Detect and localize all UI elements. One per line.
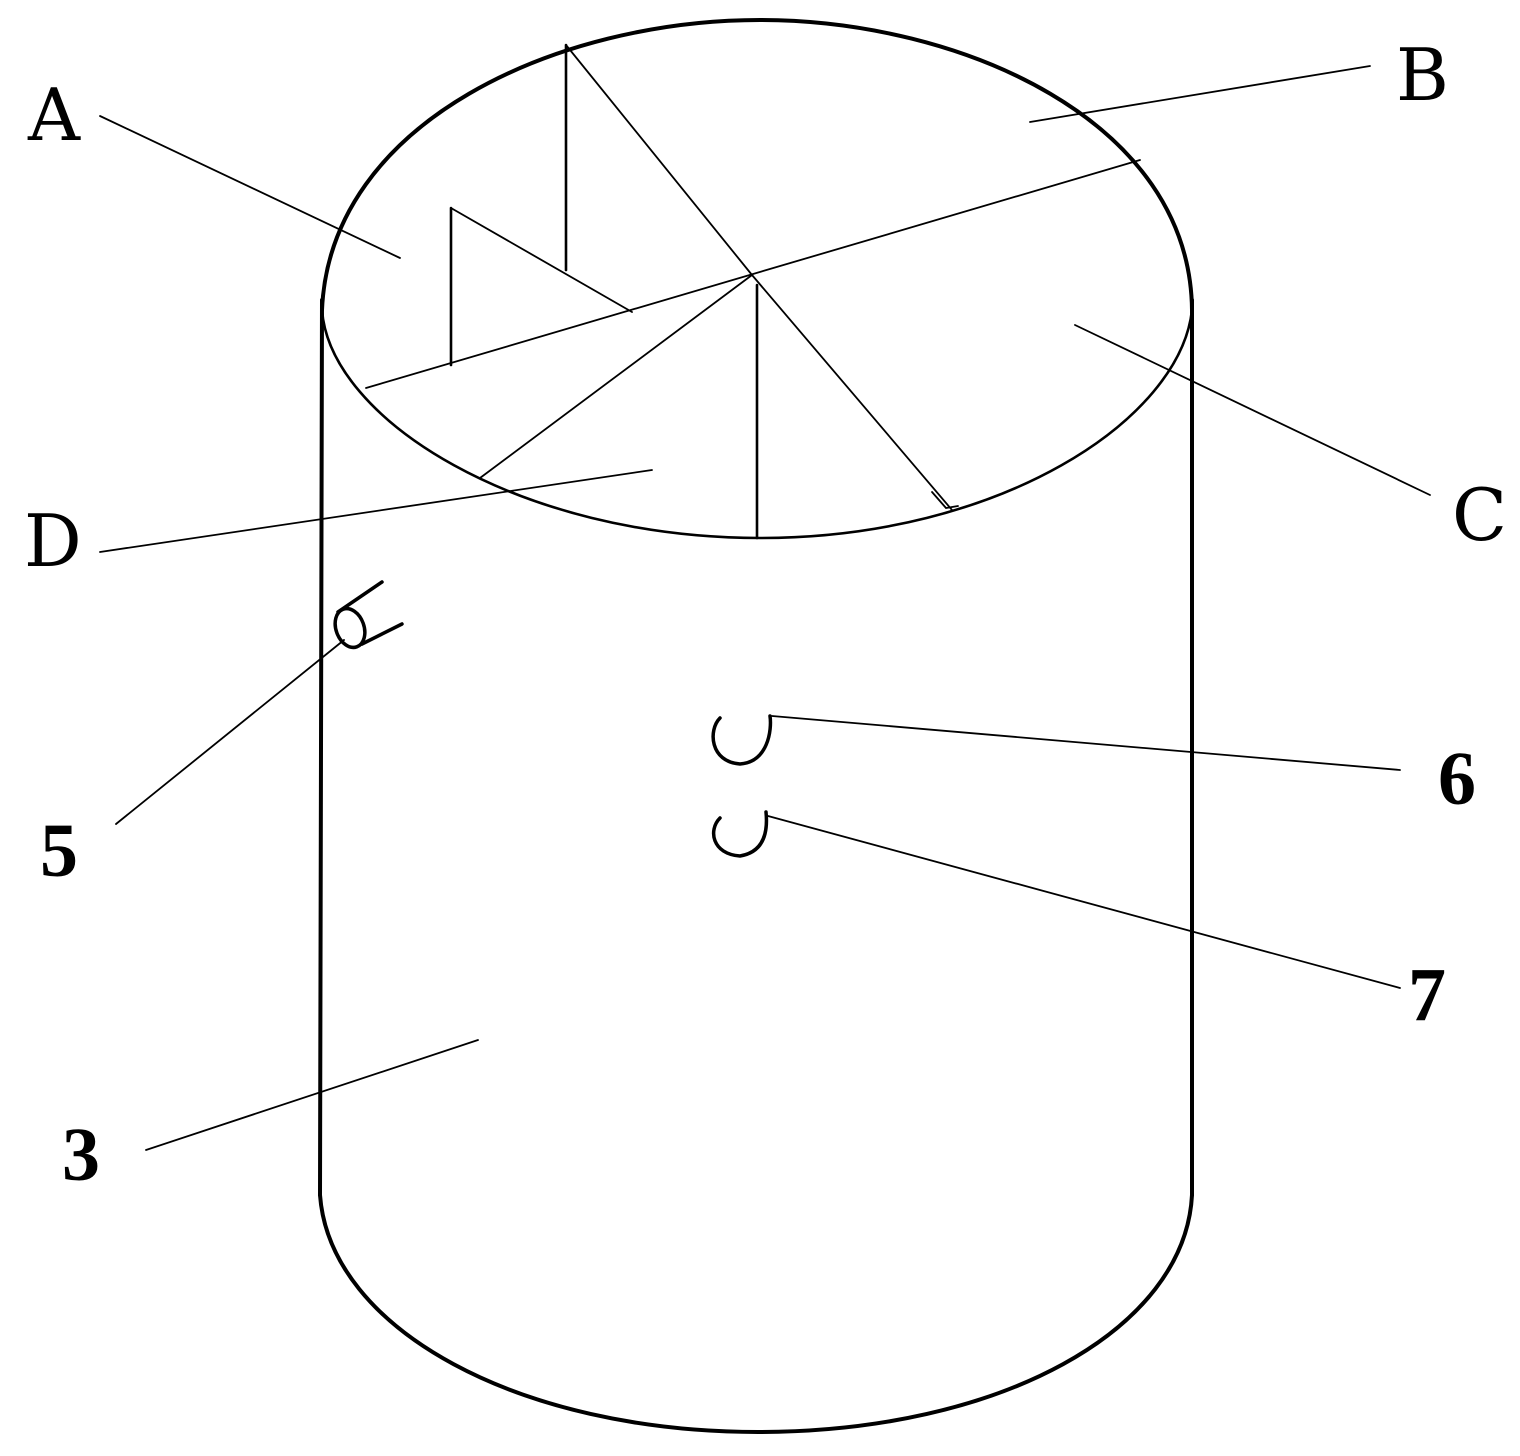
labels: A B C D 5 6 7 3 [24,33,1507,1197]
label-5: 5 [40,809,78,893]
label-b: B [1396,33,1449,117]
internal-partitions [365,43,1141,540]
cylinder-body [318,17,1194,1435]
label-3: 3 [62,1113,100,1197]
port-6 [711,714,773,766]
label-6: 6 [1438,737,1476,821]
leader-a [99,115,401,259]
corner-mark [931,491,959,509]
label-7: 7 [1408,953,1446,1037]
port-7-circle-icon [711,810,769,858]
leader-3 [145,1039,479,1151]
partition-line-2 [751,274,953,511]
left-side-wall [318,298,324,1197]
port-7 [711,810,769,858]
leader-d [99,469,653,553]
label-c: C [1452,473,1507,557]
label-d: D [24,499,82,583]
top-ellipse-back-edge [320,17,1194,312]
partition-line-3 [365,159,1141,389]
leader-lines [99,65,1431,1151]
bottom-edge [318,1193,1194,1435]
label-a: A [27,73,81,157]
leader-b [1029,65,1371,123]
port-6-circle-icon [711,714,773,766]
leader-5 [115,639,345,825]
partition-line-1 [565,44,753,276]
port-5-pipe-top [336,580,384,614]
partition-line-4 [479,274,753,479]
baffle-edge [450,207,633,313]
top-ellipse-front-edge [320,308,1194,540]
leader-7 [767,815,1401,989]
leader-c [1074,324,1431,496]
port-5-pipe-bottom [360,622,404,646]
leader-6 [771,715,1401,771]
port-5 [333,580,404,650]
